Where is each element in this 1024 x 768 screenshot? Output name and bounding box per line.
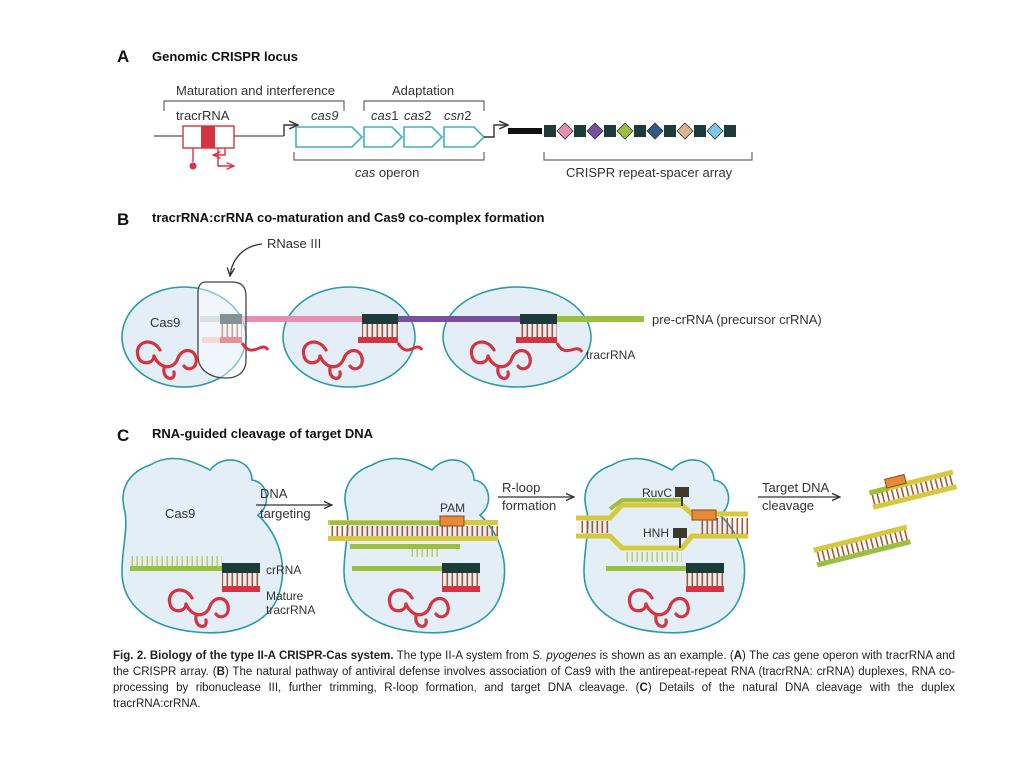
rnase-iii-label: RNase III	[267, 236, 321, 251]
tracrrna-gene-label: tracrRNA	[176, 108, 230, 123]
guide-spacer-1	[130, 566, 222, 571]
crispr-spacer	[556, 122, 574, 140]
step3-label-line1: Target DNA	[762, 480, 830, 495]
array-label: CRISPR repeat-spacer array	[566, 165, 733, 180]
ruvc-domain	[675, 487, 689, 497]
hnh-domain	[673, 528, 687, 538]
panel-c-title: RNA-guided cleavage of target DNA	[152, 426, 374, 441]
hnh-label: HNH	[643, 526, 669, 540]
crrna-repeat-1	[222, 563, 260, 573]
cleaved-dna-fragment-2	[813, 524, 911, 568]
csn2-gene-label: csn2	[444, 108, 471, 123]
step1-label-line1: DNA	[260, 486, 288, 501]
panel-a-title: Genomic CRISPR locus	[152, 49, 298, 64]
r-loop-dna	[576, 498, 748, 571]
mature-tracrrna-1	[222, 586, 260, 592]
rnase-arrow	[230, 243, 263, 276]
mature-label-line2: tracrRNA	[266, 603, 315, 617]
step2-label-line1: R-loop	[502, 480, 540, 495]
pre-crrna-label: pre-crRNA (precursor crRNA)	[652, 312, 822, 327]
crispr-spacer	[586, 122, 604, 140]
crispr-repeat	[604, 125, 616, 137]
crispr-repeat	[664, 125, 676, 137]
repeat-duplex-3	[516, 314, 557, 343]
spacer-purple	[398, 316, 520, 322]
panel-a: A Genomic CRISPR locus Maturation and in…	[117, 47, 753, 180]
tracrrna-label-b: tracrRNA	[586, 348, 635, 362]
mature-label-line1: Mature	[266, 589, 304, 603]
crispr-repeat	[694, 125, 706, 137]
repeat-duplex-1	[200, 314, 242, 343]
step1-label-line2: targeting	[260, 506, 311, 521]
adaptation-label: Adaptation	[392, 83, 454, 98]
adaptation-bracket	[363, 100, 485, 111]
terminator-dot	[189, 162, 197, 170]
crispr-spacer	[706, 122, 724, 140]
cas2-gene-label: cas2	[404, 108, 431, 123]
pam-site-2	[439, 515, 465, 527]
repeat-duplex-2	[358, 314, 398, 343]
panel-b-letter: B	[117, 210, 129, 229]
crispr-spacer	[616, 122, 634, 140]
cas9-label-c: Cas9	[165, 506, 195, 521]
maturation-bracket	[163, 100, 345, 111]
target-dna-2	[328, 520, 498, 557]
leader-sequence	[508, 128, 542, 134]
spacer-green	[557, 316, 644, 322]
panel-b-title: tracrRNA:crRNA co-maturation and Cas9 co…	[152, 210, 545, 225]
cleaved-dna-fragment-1	[868, 469, 958, 510]
cas-operon-label: cas operon	[355, 165, 419, 180]
panel-b: B tracrRNA:crRNA co-maturation and Cas9 …	[117, 210, 822, 388]
tracrrna-tail-2	[396, 342, 424, 352]
panel-c-letter: C	[117, 426, 129, 445]
cas9-gene	[295, 126, 364, 148]
crispr-repeat	[634, 125, 646, 137]
promoter-arrow	[283, 125, 298, 136]
panel-c: C RNA-guided cleavage of target DNA Cas9…	[117, 426, 958, 634]
caption-title: Fig. 2. Biology of the type II-A CRISPR-…	[113, 650, 394, 662]
cas1-gene	[363, 126, 404, 148]
cas2-gene	[403, 126, 444, 148]
crispr-spacer	[646, 122, 664, 140]
crispr-repeat	[574, 125, 586, 137]
cas9-blob-1	[121, 457, 284, 634]
tracrrna-tail-1	[240, 342, 270, 352]
array-bracket	[543, 152, 753, 161]
cas9-label-b: Cas9	[150, 315, 180, 330]
crispr-spacer	[676, 122, 694, 140]
crispr-repeat-spacer-array	[544, 122, 736, 140]
cas-operon-bracket	[293, 152, 485, 161]
ruvc-label: RuvC	[642, 486, 672, 500]
crrna-label: crRNA	[266, 563, 301, 577]
maturation-label: Maturation and interference	[176, 83, 335, 98]
cas9-gene-label: cas9	[311, 108, 338, 123]
step2-label-line2: formation	[502, 498, 556, 513]
rnase-iii-enzyme	[197, 281, 247, 379]
pam-site-3	[691, 509, 717, 521]
figure-caption: Fig. 2. Biology of the type II-A CRISPR-…	[113, 650, 956, 710]
spacer-pink	[242, 316, 362, 322]
crispr-repeat	[724, 125, 736, 137]
crispr-repeat	[544, 125, 556, 137]
tracrrna-gene-core	[201, 126, 215, 148]
csn2-gene	[443, 126, 486, 148]
crispr-figure: A Genomic CRISPR locus Maturation and in…	[117, 47, 958, 634]
pam-label: PAM	[440, 501, 465, 515]
cas1-gene-label: cas1	[371, 108, 398, 123]
panel-a-letter: A	[117, 47, 129, 66]
step3-label-line2: cleavage	[762, 498, 814, 513]
tracrrna-tail-3	[555, 342, 584, 354]
